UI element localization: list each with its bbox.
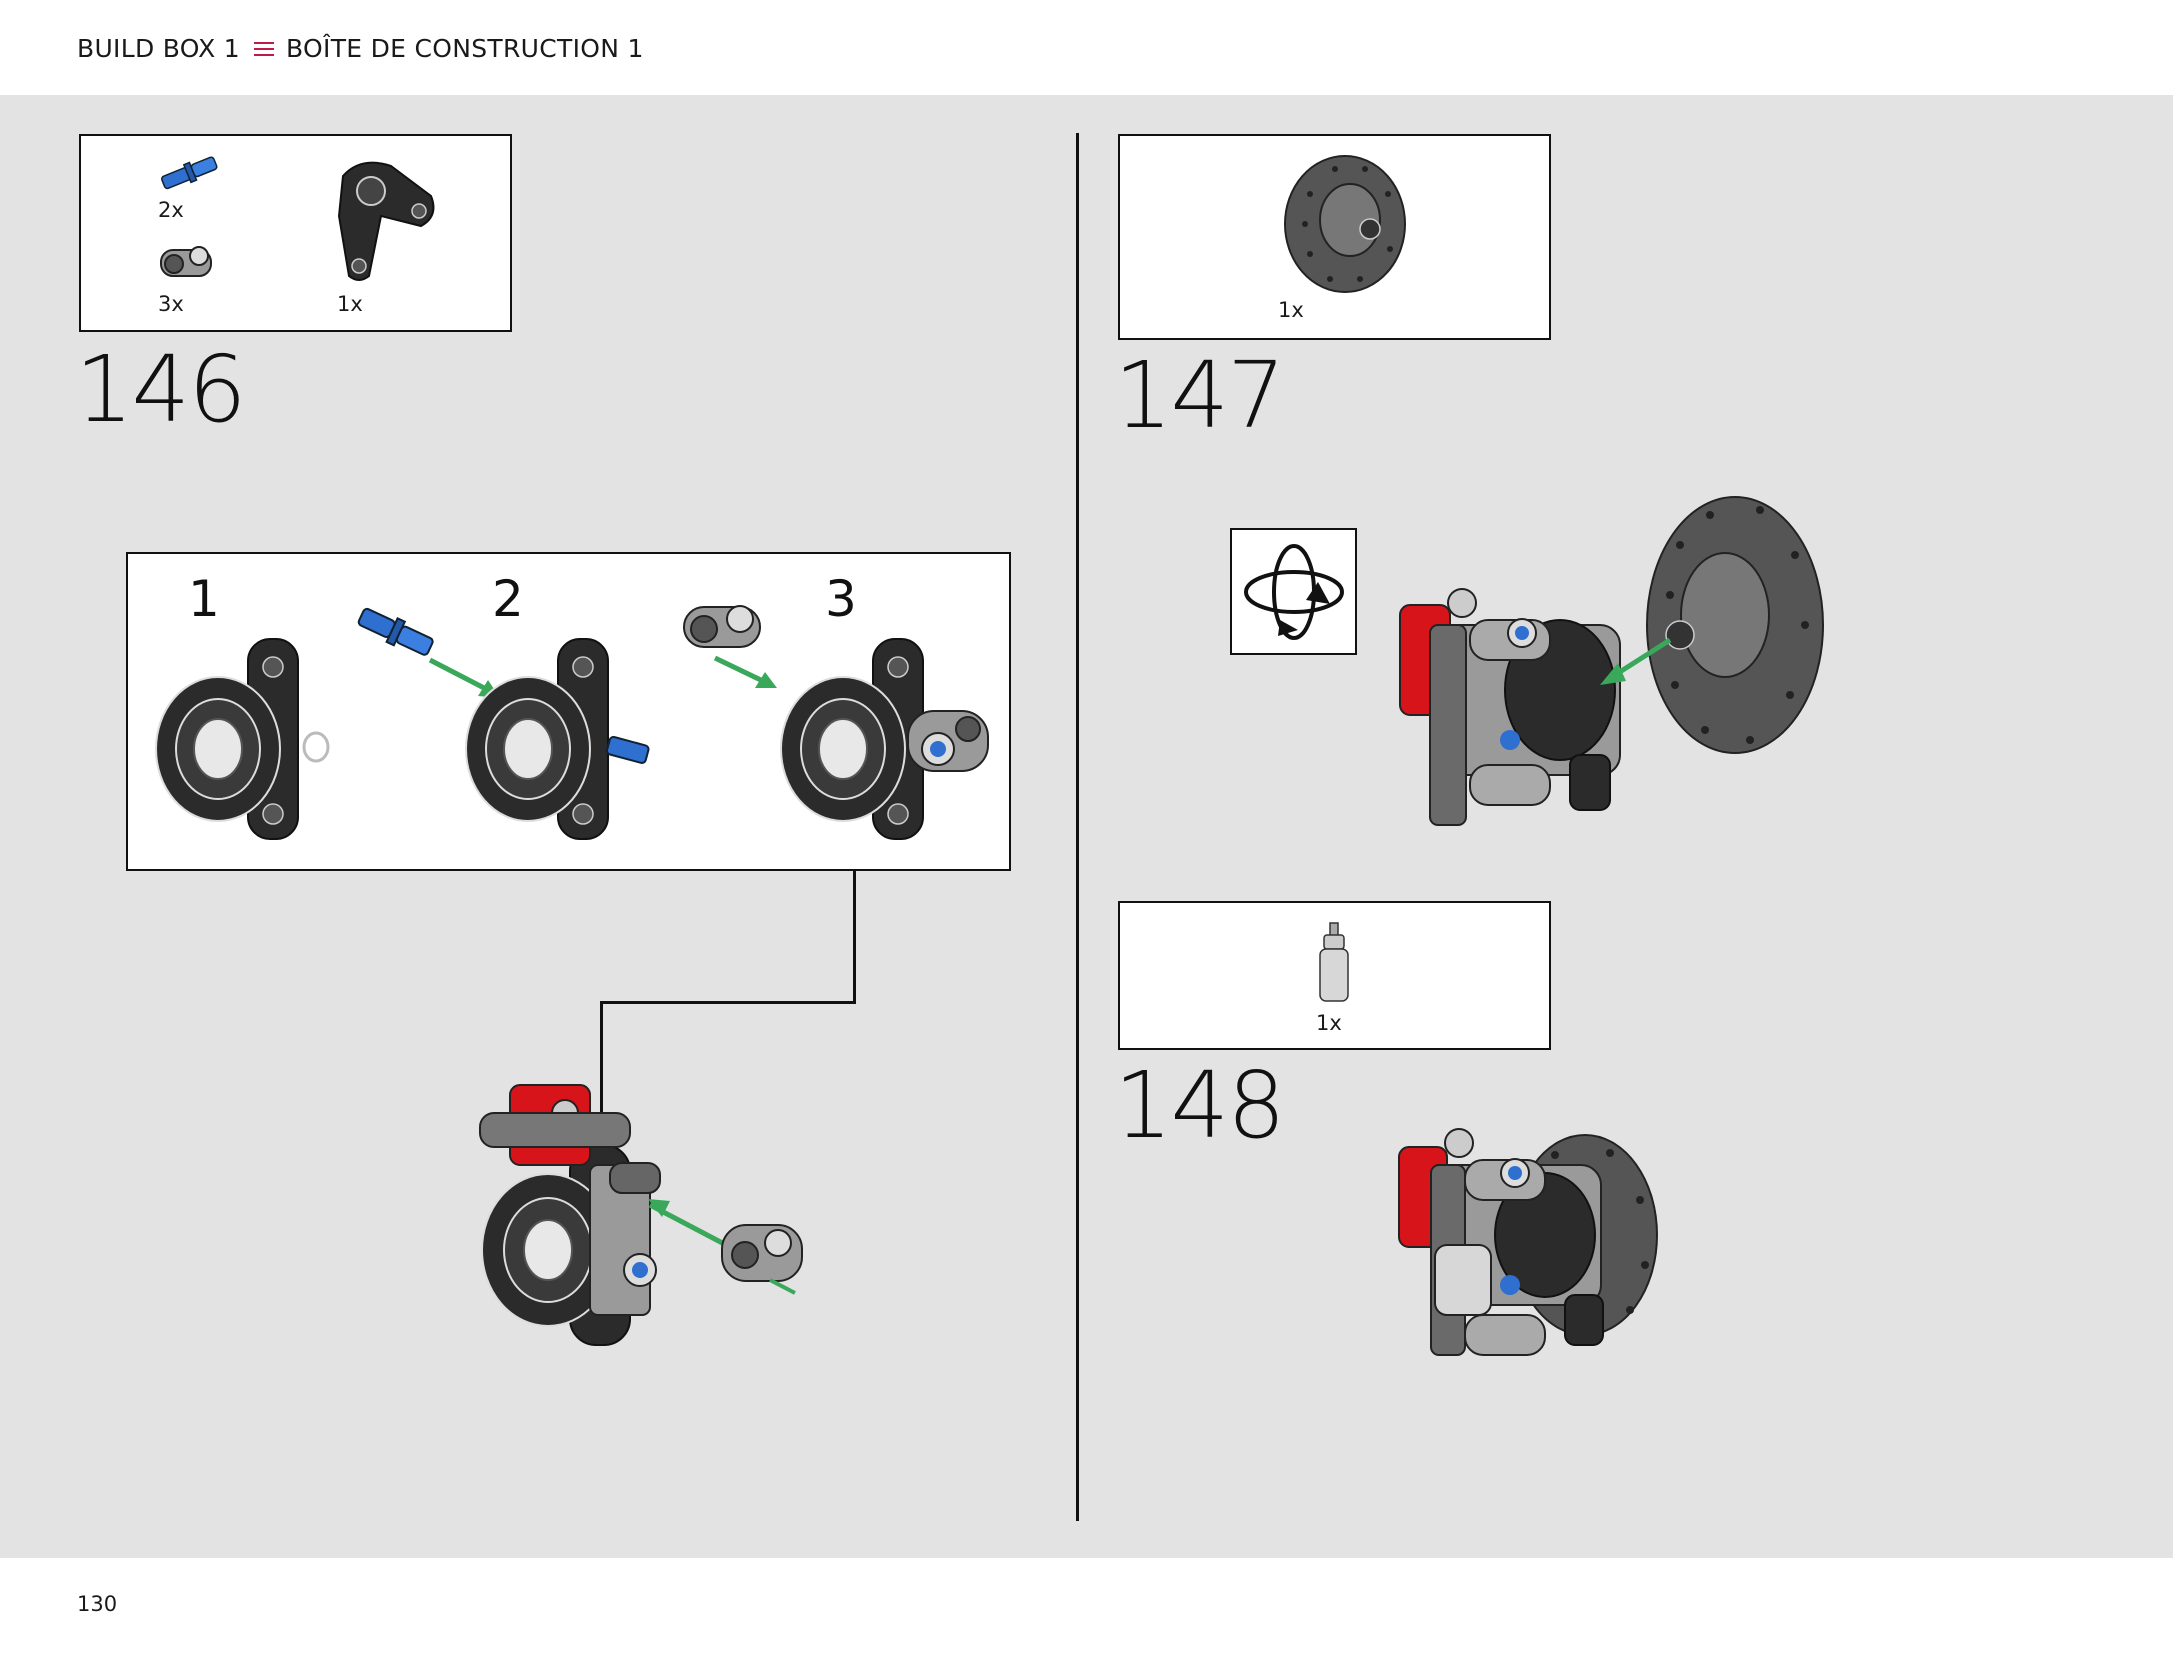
page-header: BUILD BOX 1 BOÎTE DE CONSTRUCTION 1 — [0, 0, 2173, 95]
cross-block-icon — [683, 605, 761, 648]
substep-number: 2 — [492, 570, 524, 628]
page-footer — [0, 1558, 2173, 1654]
header-title-en: BUILD BOX 1 — [77, 34, 241, 63]
menu-lines-icon — [254, 41, 275, 56]
cross-block-icon — [160, 246, 212, 277]
hub-assembly-icon — [479, 1084, 803, 1346]
brake-disc-icon — [1284, 155, 1406, 293]
qty-label: 1x — [337, 292, 363, 316]
assembly-arrow-icon — [713, 655, 777, 688]
wheel-hub-icon — [465, 638, 650, 840]
qty-label: 1x — [1316, 1011, 1342, 1035]
wheel-hub-icon — [155, 638, 330, 840]
completed-brake-assembly-icon — [1398, 1128, 1658, 1356]
parts-list-146: 2x 3x 1x — [79, 134, 512, 332]
steering-knuckle-icon — [337, 161, 435, 281]
shock-absorber-small-icon — [1319, 922, 1349, 1002]
qty-label: 2x — [158, 198, 184, 222]
connector-line — [600, 1001, 856, 1004]
subassembly-box: 1 2 3 — [126, 552, 1011, 871]
parts-list-148: 1x — [1118, 901, 1551, 1050]
step-number: 148 — [1114, 1052, 1286, 1159]
qty-label: 3x — [158, 292, 184, 316]
knuckle-brake-assembly-icon — [1399, 496, 1824, 826]
wheel-hub-icon — [780, 638, 989, 840]
page-number: 130 — [77, 1592, 118, 1616]
rotate-model-callout — [1230, 528, 1357, 655]
substep-number: 3 — [825, 570, 857, 628]
step-number: 146 — [75, 336, 247, 443]
step-number: 147 — [1114, 342, 1286, 449]
qty-label: 1x — [1278, 298, 1304, 322]
substep-number: 1 — [188, 570, 220, 628]
blue-axle-pin-icon — [161, 156, 218, 190]
rotate-model-icon — [1244, 544, 1344, 640]
parts-list-147: 1x — [1118, 134, 1551, 340]
header-title-fr: BOÎTE DE CONSTRUCTION 1 — [286, 34, 644, 63]
connector-line — [600, 1001, 603, 1129]
column-divider — [1076, 133, 1079, 1521]
blue-axle-pin-icon — [357, 607, 434, 656]
connector-line — [853, 870, 856, 1004]
header-title: BUILD BOX 1 BOÎTE DE CONSTRUCTION 1 — [77, 34, 644, 63]
